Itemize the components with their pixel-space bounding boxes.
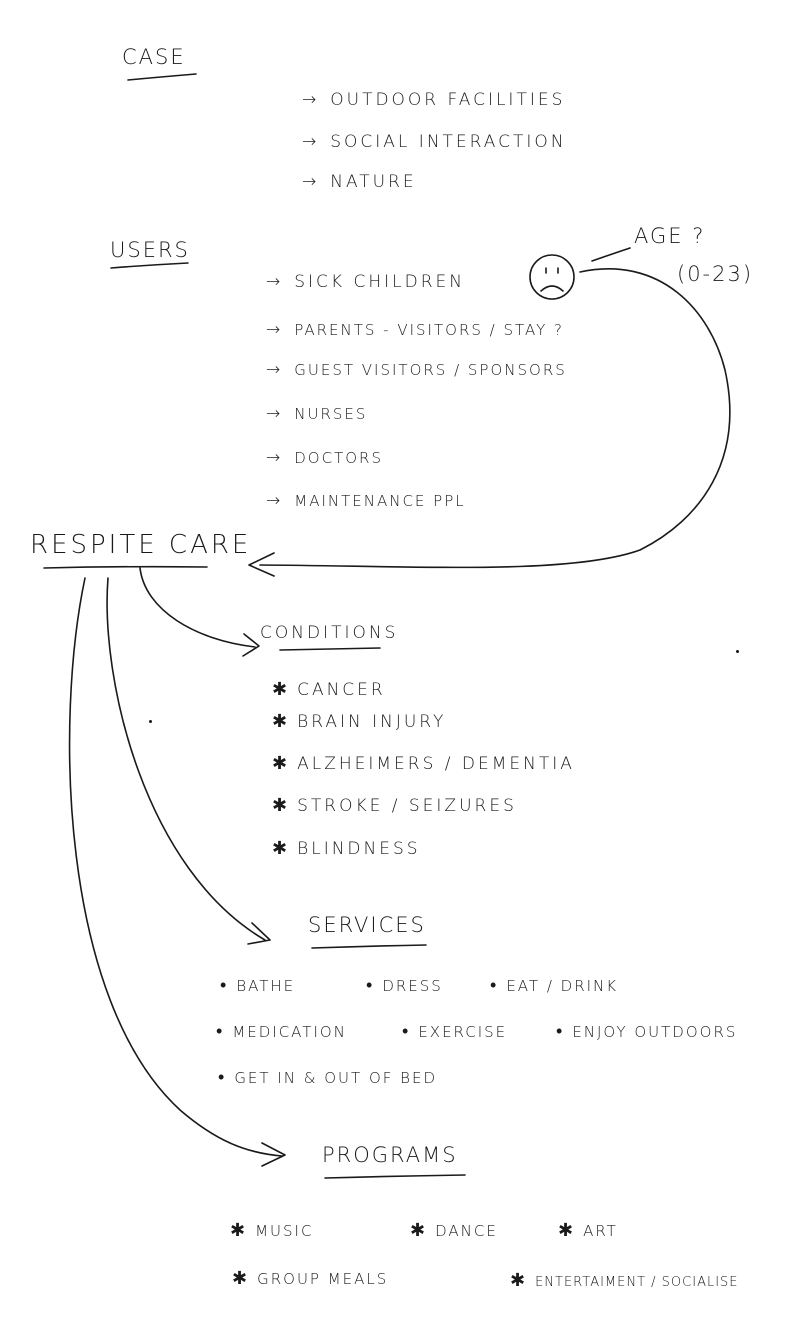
services-underline <box>311 944 427 949</box>
users-underline <box>110 262 189 269</box>
arrow-to-programs <box>68 577 283 1157</box>
age-arrowhead <box>248 552 275 577</box>
service-item-get-in-out-bed: •GET IN & OUT OF BED <box>218 1067 437 1088</box>
service-item-enjoy-outdoors: •ENJOY OUTDOORS <box>556 1021 738 1042</box>
users-item-sick-children: →SICK CHILDREN <box>266 272 465 292</box>
case-item-social-interaction: →SOCIAL INTERACTION <box>302 132 567 152</box>
arrow-icon: → <box>302 132 317 152</box>
program-item-art: ✱ART <box>558 1220 618 1241</box>
service-item-exercise: •EXERCISE <box>402 1021 508 1042</box>
asterisk-icon: ✱ <box>510 1270 526 1291</box>
services-heading: SERVICES <box>308 913 426 937</box>
users-heading: USERS <box>110 238 190 262</box>
case-item-outdoor-facilities: →OUTDOOR FACILITIES <box>302 90 566 110</box>
arrow-to-conditions <box>139 567 256 648</box>
service-item-eat-drink: •EAT / DRINK <box>490 975 619 996</box>
sad-face-icon <box>529 254 575 300</box>
condition-item-cancer: ✱CANCER <box>272 679 386 700</box>
arrow-to-services <box>106 577 266 941</box>
bullet-icon: • <box>366 975 373 996</box>
users-item-guest-visitors: →GUEST VISITORS / SPONSORS <box>266 360 567 380</box>
asterisk-icon: ✱ <box>272 795 288 816</box>
asterisk-icon: ✱ <box>272 679 288 700</box>
users-item-parents: →PARENTS - VISITORS / STAY ? <box>266 320 564 340</box>
arrow-icon: → <box>266 404 281 424</box>
age-connector-line <box>591 247 631 262</box>
bullet-icon: • <box>556 1021 563 1042</box>
case-item-nature: →NATURE <box>302 172 417 192</box>
program-item-entertainment: ✱ENTERTAIMENT / SOCIALISE <box>510 1270 739 1291</box>
arrow-icon: → <box>266 491 281 511</box>
arrow-to-programs-head <box>261 1142 286 1167</box>
service-item-bathe: •BATHE <box>220 975 296 996</box>
arrow-to-conditions-head <box>242 633 260 657</box>
arrow-icon: → <box>302 90 317 110</box>
bullet-icon: • <box>402 1021 409 1042</box>
arrow-to-services-head <box>247 922 271 945</box>
asterisk-icon: ✱ <box>272 838 288 859</box>
service-item-dress: •DRESS <box>366 975 443 996</box>
conditions-heading: CONDITIONS <box>260 623 399 643</box>
programs-heading: PROGRAMS <box>322 1143 458 1167</box>
bullet-icon: • <box>490 975 497 996</box>
condition-item-stroke: ✱STROKE / SEIZURES <box>272 795 517 816</box>
arrow-icon: → <box>266 272 281 292</box>
condition-item-blindness: ✱BLINDNESS <box>272 838 421 859</box>
stray-pen-dot <box>736 650 739 653</box>
arrow-icon: → <box>266 360 281 380</box>
users-item-maintenance: →MAINTENANCE PPL <box>266 491 466 511</box>
users-item-doctors: →DOCTORS <box>266 448 383 468</box>
programs-underline <box>324 1174 466 1179</box>
program-item-dance: ✱DANCE <box>410 1220 498 1241</box>
condition-item-brain-injury: ✱BRAIN INJURY <box>272 711 447 732</box>
case-underline <box>127 73 197 81</box>
asterisk-icon: ✱ <box>558 1220 574 1241</box>
age-to-respite-arrow <box>259 268 731 569</box>
asterisk-icon: ✱ <box>272 753 288 774</box>
bullet-icon: • <box>220 975 227 996</box>
users-item-nurses: →NURSES <box>266 404 368 424</box>
age-range-label: (0-23) <box>677 262 754 286</box>
case-heading: CASE <box>122 45 186 69</box>
stray-pen-dot <box>149 720 152 723</box>
asterisk-icon: ✱ <box>232 1268 248 1289</box>
arrow-icon: → <box>266 448 281 468</box>
program-item-music: ✱MUSIC <box>230 1220 314 1241</box>
bullet-icon: • <box>218 1067 225 1088</box>
asterisk-icon: ✱ <box>230 1220 246 1241</box>
conditions-underline <box>279 647 381 651</box>
bullet-icon: • <box>216 1021 223 1042</box>
age-question-label: AGE ? <box>634 224 706 248</box>
arrow-icon: → <box>302 172 317 192</box>
program-item-group-meals: ✱GROUP MEALS <box>232 1268 389 1289</box>
asterisk-icon: ✱ <box>410 1220 426 1241</box>
arrow-icon: → <box>266 320 281 340</box>
condition-item-alzheimers: ✱ALZHEIMERS / DEMENTIA <box>272 753 575 774</box>
asterisk-icon: ✱ <box>272 711 288 732</box>
respite-care-underline <box>43 565 208 569</box>
respite-care-title: RESPITE CARE <box>30 530 252 560</box>
service-item-medication: •MEDICATION <box>216 1021 347 1042</box>
